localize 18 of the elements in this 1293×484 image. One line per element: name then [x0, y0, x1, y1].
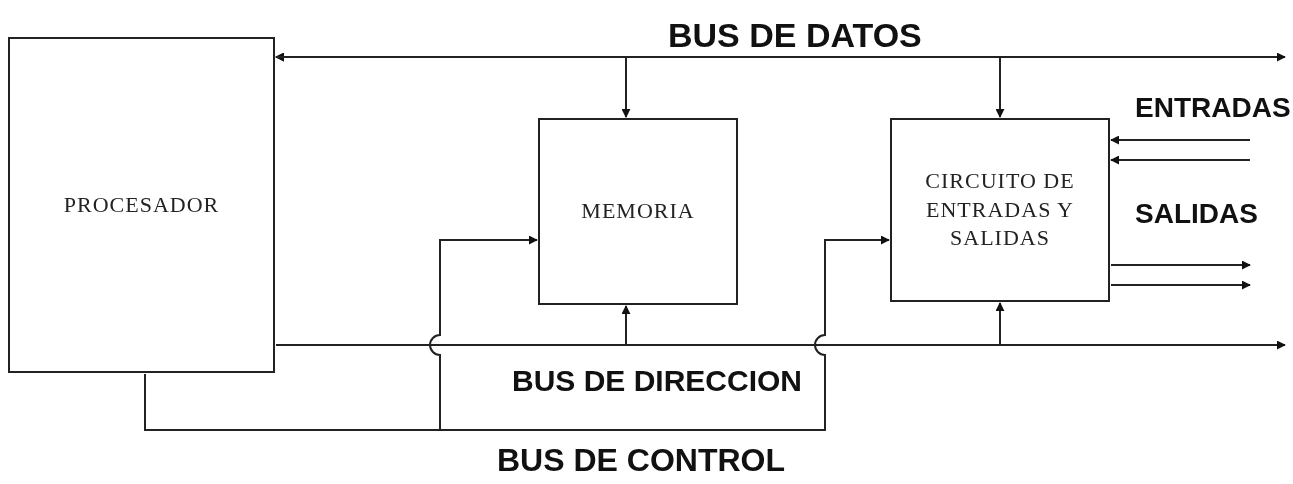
block-box	[8, 37, 275, 373]
arrow	[144, 235, 890, 431]
bus-label: BUS DE CONTROL	[497, 442, 785, 479]
arrow	[275, 52, 1286, 62]
block-box	[538, 118, 738, 305]
block-box	[890, 118, 1110, 302]
bus-label: ENTRADAS	[1135, 92, 1291, 124]
arrow	[1110, 280, 1251, 290]
block-label: MEMORIA	[581, 197, 695, 226]
arrow	[1110, 260, 1251, 270]
block-label: CIRCUITO DE ENTRADAS Y SALIDAS	[925, 167, 1075, 253]
arrow	[1110, 155, 1251, 165]
arrow	[1110, 135, 1251, 145]
bus-label: SALIDAS	[1135, 198, 1258, 230]
bus-label: BUS DE DATOS	[668, 16, 922, 55]
arrow	[275, 52, 1005, 118]
block-label: PROCESADOR	[63, 190, 220, 219]
bus-label: BUS DE DIRECCION	[512, 364, 803, 398]
